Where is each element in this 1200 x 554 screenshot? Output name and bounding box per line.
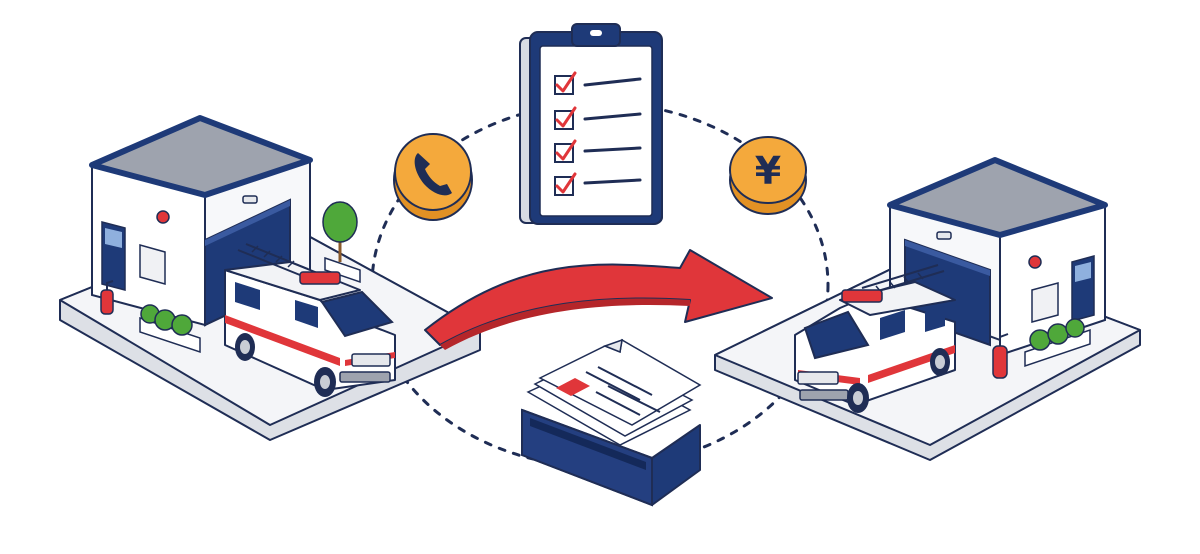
destination-garage-building (887, 157, 1108, 357)
origin-emergency-van (224, 243, 396, 397)
checklist-row-2 (554, 106, 642, 130)
destination-fire-extinguisher (992, 333, 1009, 379)
checklist-row-4 (554, 172, 642, 196)
origin-fire-extinguisher (100, 280, 114, 315)
document-tray-icon (521, 338, 702, 507)
destination-emergency-van (794, 264, 956, 413)
checklist-row-3 (554, 139, 642, 163)
yen-symbol: ¥ (755, 149, 781, 193)
destination-planter (1024, 318, 1091, 368)
checklist-row-1 (554, 71, 642, 95)
origin-station (59, 115, 481, 441)
origin-tree (322, 201, 361, 284)
document-stack (526, 338, 702, 446)
yen-icon: ¥ (729, 136, 807, 215)
phone-icon (393, 133, 473, 221)
checklist-icon (519, 23, 663, 225)
destination-station (714, 157, 1141, 461)
arrow-right-icon (424, 249, 773, 350)
origin-planter (139, 304, 201, 354)
